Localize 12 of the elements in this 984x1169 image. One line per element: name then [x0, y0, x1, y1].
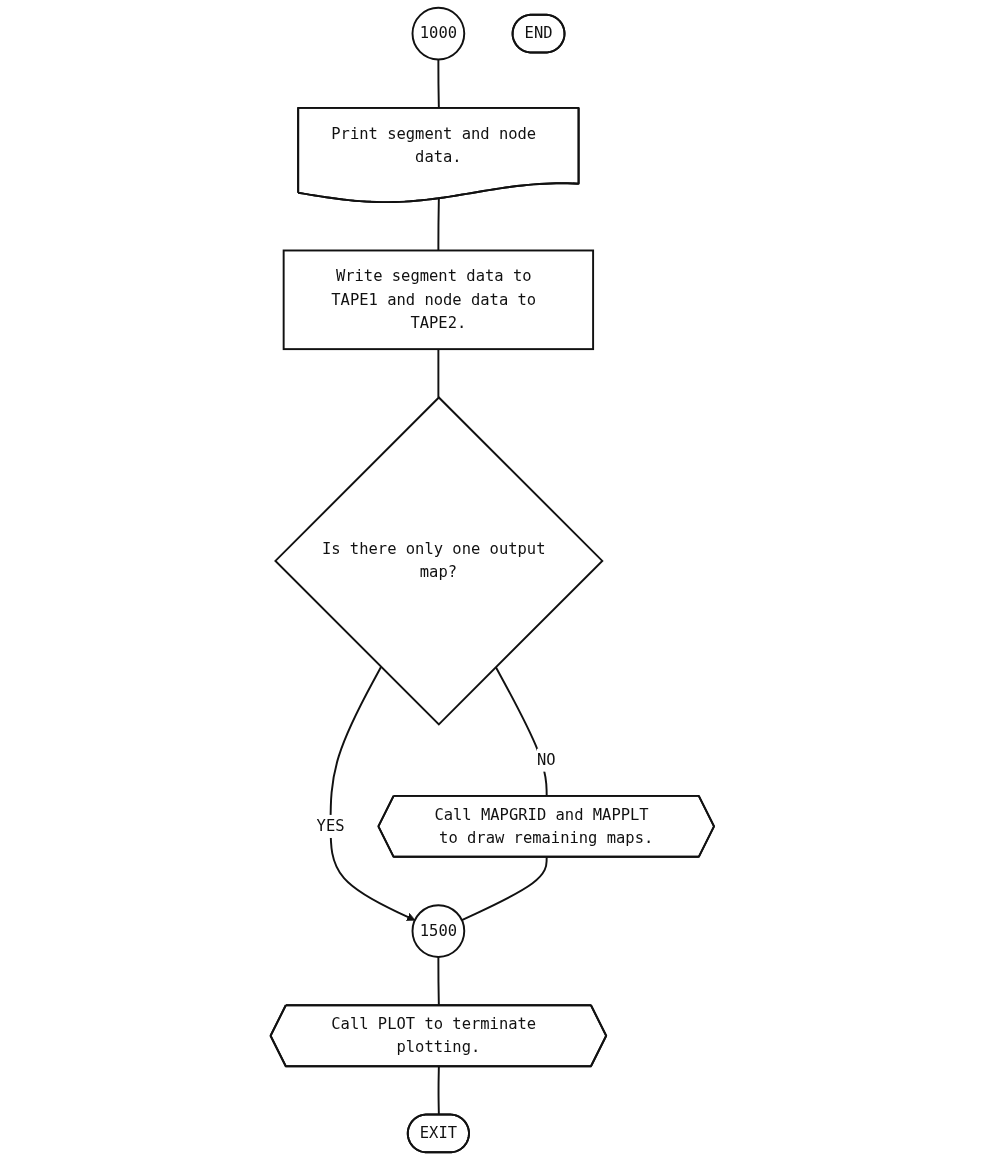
edge-label: NO — [536, 750, 556, 769]
connector — [437, 955, 440, 1007]
connector — [437, 197, 440, 252]
node-box: Write segment data to TAPE1 and node data to TAPE2. — [282, 249, 594, 351]
connector — [437, 348, 440, 399]
arrow — [329, 665, 415, 921]
connector — [437, 1065, 440, 1116]
node-circle: 1000 — [411, 6, 465, 61]
edge-label: YES — [316, 816, 345, 836]
node-diamond: Is there only one output map? — [273, 396, 604, 726]
node-circle: 1500 — [411, 904, 465, 958]
connector — [460, 856, 548, 922]
